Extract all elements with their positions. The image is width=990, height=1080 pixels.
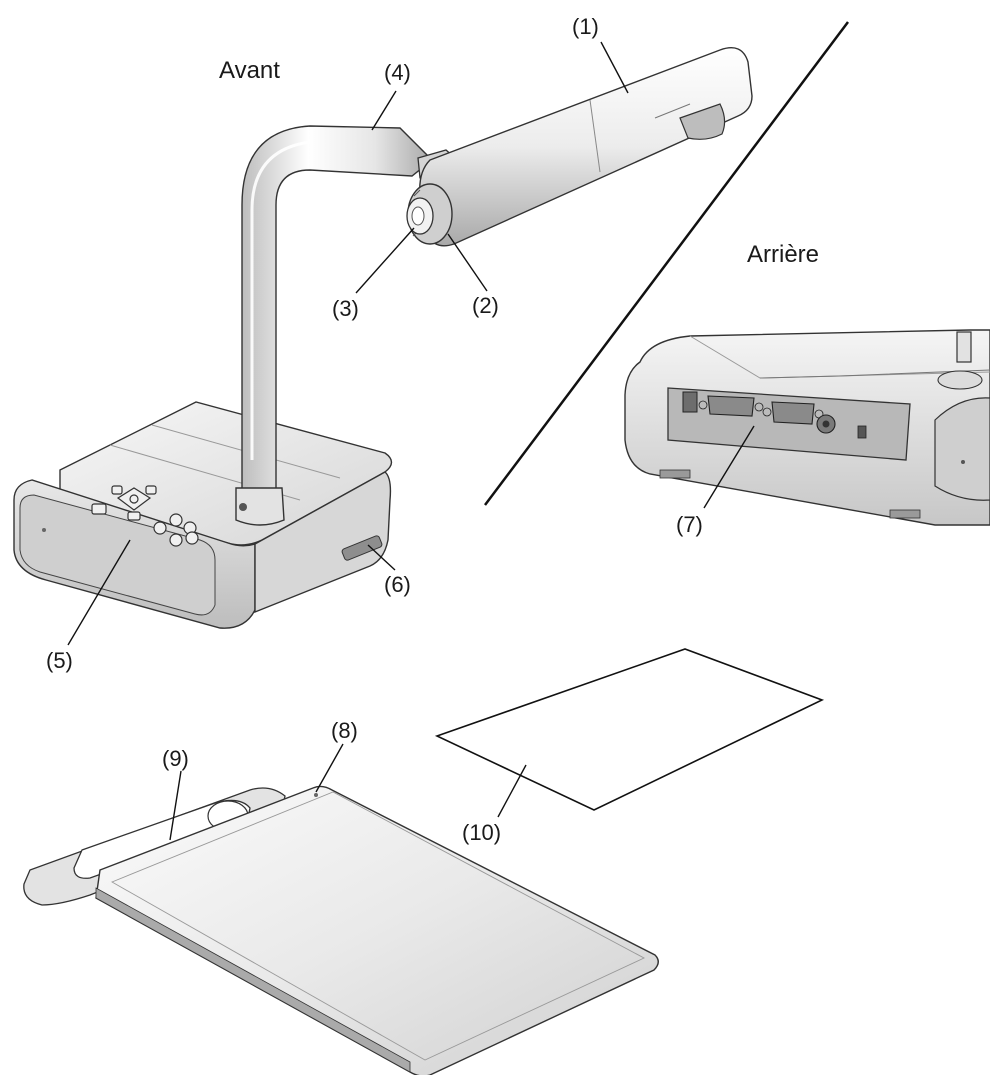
separator-line [484,21,849,506]
callout-2-label: (2) [472,293,499,318]
front-view-heading: Avant [219,57,280,84]
document-sheet [434,648,825,811]
callout-3-label: (3) [332,296,359,321]
callout-6-label: (6) [384,572,411,597]
callout-9-label: (9) [162,746,189,771]
camera-head [406,47,753,247]
leader-lines [67,41,755,841]
tray-plate [23,785,659,1077]
camera-base [13,401,393,629]
callout-4-label: (4) [384,60,411,85]
callout-10-label: (10) [462,820,501,845]
callout-5-label: (5) [46,648,73,673]
rear-view-heading: Arrière [747,241,819,268]
callout-1-label: (1) [572,14,599,39]
control-panel [91,485,199,547]
callout-7-label: (7) [676,512,703,537]
callout-8-label: (8) [331,718,358,743]
vga-port-in [698,395,764,417]
rear-view [624,329,990,526]
